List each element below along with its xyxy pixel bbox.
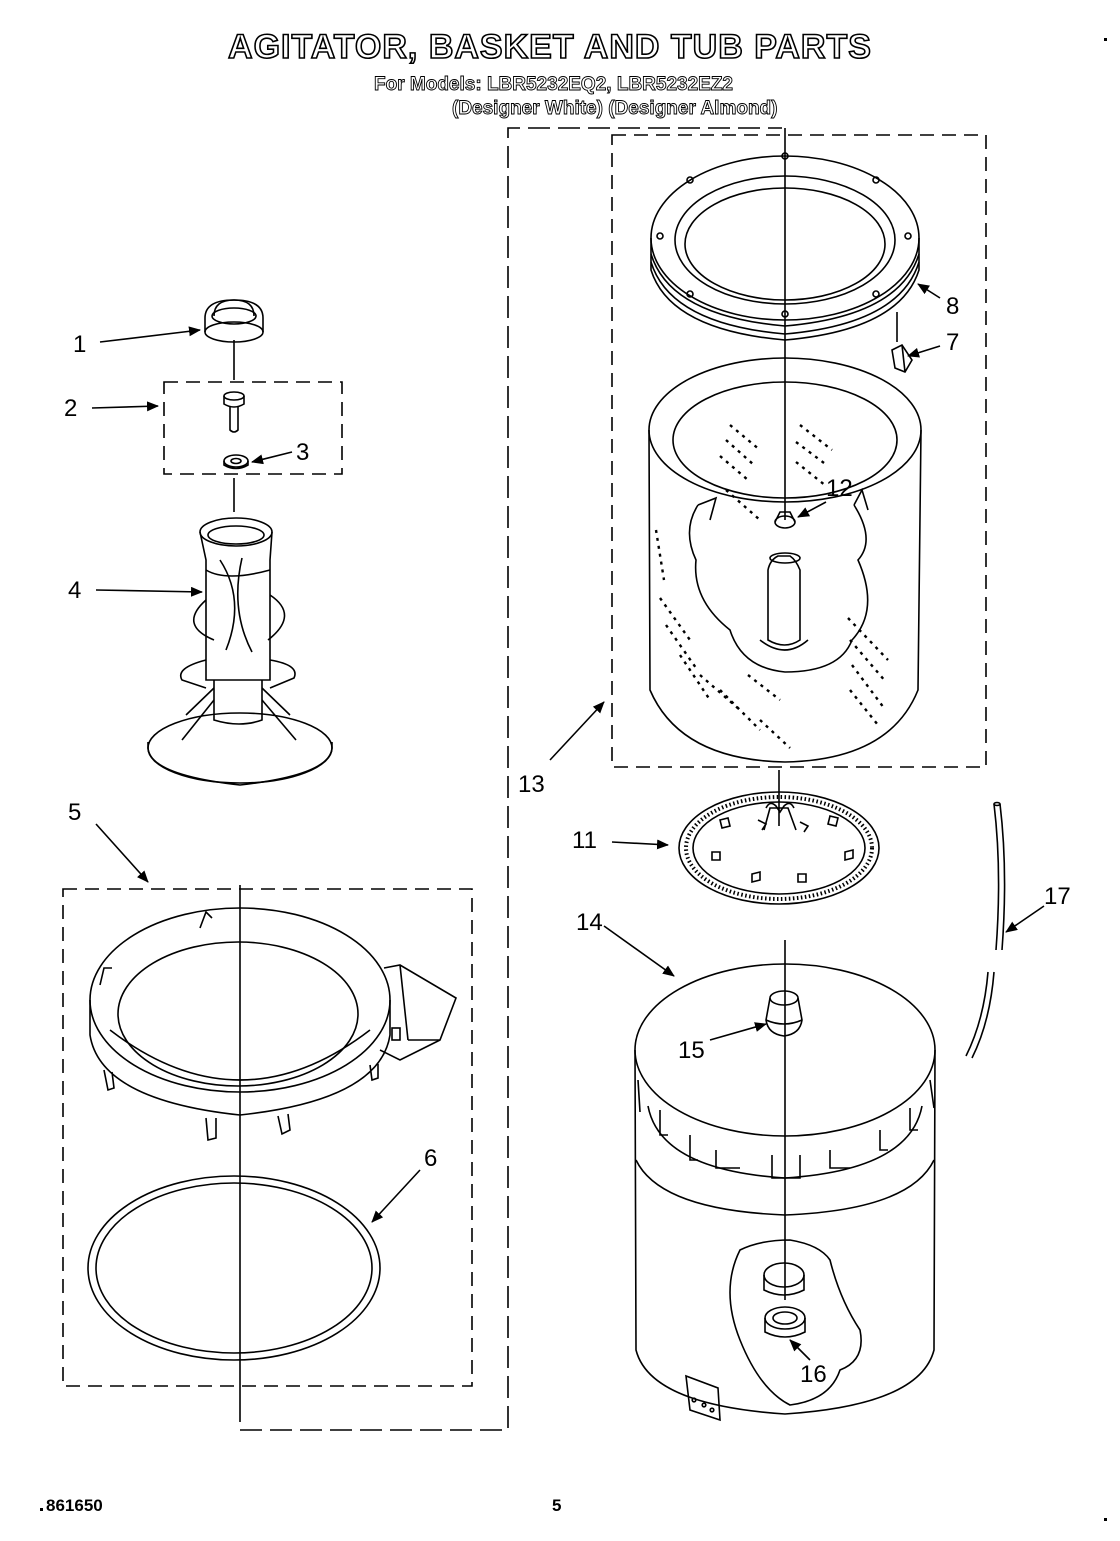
callout-5: 5 bbox=[68, 799, 81, 826]
finishes-line: (Designer White) (Designer Almond) bbox=[452, 98, 778, 120]
callout-8: 8 bbox=[946, 293, 959, 320]
callout-6: 6 bbox=[424, 1145, 437, 1172]
washer-part bbox=[223, 454, 249, 470]
assembly-connector-lines bbox=[233, 127, 898, 1431]
callout-2: 2 bbox=[64, 395, 77, 422]
registration-marks bbox=[40, 38, 1107, 1521]
callout-leader-lines bbox=[91, 283, 1045, 1361]
group-box-2 bbox=[163, 381, 343, 475]
callout-1: 1 bbox=[73, 331, 86, 358]
page-title: AGITATOR, BASKET AND TUB PARTS bbox=[227, 27, 872, 67]
callout-12: 12 bbox=[826, 475, 853, 502]
drive-hub-bristles bbox=[684, 795, 874, 901]
models-line: For Models: LBR5232EQ2, LBR5232EZ2 bbox=[374, 74, 734, 96]
callout-11: 11 bbox=[572, 827, 597, 854]
agitator-cap-part bbox=[204, 299, 264, 343]
balance-ring-part bbox=[650, 152, 920, 341]
tub-seal-ring-part bbox=[87, 1175, 381, 1361]
group-box-5 bbox=[62, 888, 473, 1387]
callout-14: 14 bbox=[576, 909, 603, 936]
callout-4: 4 bbox=[68, 577, 81, 604]
tub-fitting-part bbox=[765, 990, 803, 1037]
callout-16: 16 bbox=[800, 1361, 827, 1388]
hose-part bbox=[965, 801, 1006, 1059]
outer-tub-part bbox=[634, 963, 936, 1422]
callout-labels: 1 2 3 4 5 6 7 8 11 12 13 14 15 16 17 bbox=[64, 293, 1071, 1388]
agitator-bolt-part bbox=[223, 391, 245, 433]
callout-15: 15 bbox=[678, 1037, 705, 1064]
group-box-13 bbox=[611, 134, 987, 768]
clip-part bbox=[891, 343, 913, 373]
agitator-part bbox=[147, 517, 333, 786]
basket-perforation-pattern bbox=[654, 424, 889, 749]
callout-7: 7 bbox=[946, 329, 959, 356]
tub-ring-part bbox=[89, 907, 457, 1142]
wash-basket-part bbox=[648, 357, 922, 763]
drive-hub-part bbox=[678, 791, 880, 905]
page-number: 5 bbox=[552, 1496, 562, 1515]
callout-3: 3 bbox=[296, 439, 309, 466]
callout-17: 17 bbox=[1044, 883, 1071, 910]
callout-13: 13 bbox=[518, 771, 545, 798]
document-number: 861650 bbox=[46, 1496, 103, 1515]
